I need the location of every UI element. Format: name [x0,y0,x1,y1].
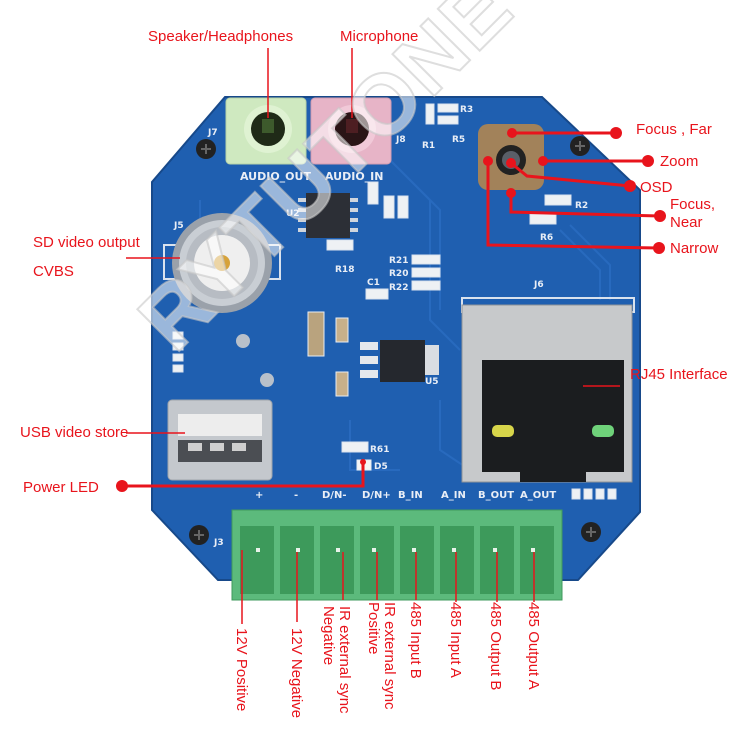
label-zoom: Zoom [660,153,699,170]
svg-text:R3: R3 [460,105,473,115]
svg-text:R20: R20 [389,269,408,279]
label-speaker-headphones: Speaker/Headphones [148,28,294,45]
u5-chip [380,340,425,382]
usb-connector [167,399,273,481]
label-sd-video-output: SD video output [33,234,140,251]
svg-text:U5: U5 [425,377,439,387]
label-ir-pos-line2: Positive [365,602,382,655]
label-485-input-a: 485 Input A [447,602,464,678]
audio-out-jack [225,97,307,165]
label-12v-positive: 12V Positive [233,628,250,712]
svg-text:R5: R5 [452,135,465,145]
svg-text:D/N-: D/N- [322,490,346,501]
label-cvbs: CVBS [33,263,74,280]
svg-text:R2: R2 [575,201,588,211]
label-ir-pos-line1: IR external sync [381,602,398,710]
svg-text:D/N+: D/N+ [362,490,391,501]
svg-text:+: + [255,490,263,501]
label-power-led: Power LED [23,479,99,496]
svg-text:J8: J8 [395,135,406,145]
label-ir-sync-negative: IR external sync Negative [320,606,353,714]
svg-text:-: - [294,490,298,501]
label-485-output-a: 485 Output A [525,602,542,690]
u2-chip [306,193,350,238]
svg-text:AUDIO_IN: AUDIO_IN [325,170,383,183]
svg-text:R6: R6 [540,233,553,243]
label-focus-far: Focus , Far [636,121,712,138]
svg-text:J6: J6 [533,280,544,290]
label-focus-near-2: Near [670,214,703,231]
svg-text:R1: R1 [422,141,435,151]
label-usb-video-store: USB video store [20,424,129,441]
svg-text:J5: J5 [173,221,184,231]
svg-text:R18: R18 [335,265,354,275]
label-osd: OSD [640,179,673,196]
label-ir-neg-line2: Negative [320,606,337,666]
svg-text:J7: J7 [207,128,218,138]
svg-text:U2: U2 [286,209,300,219]
label-485-output-b: 485 Output B [487,602,504,691]
bnc-connector [163,213,281,313]
label-12v-negative: 12V Negative [288,628,305,719]
label-ir-sync-positive: IR external sync Positive [365,602,398,710]
svg-text:B_OUT: B_OUT [478,490,514,501]
svg-text:D5: D5 [374,462,388,472]
label-rj45-interface: RJ45 Interface [630,366,728,383]
rj45-connector [461,297,635,483]
label-microphone: Microphone [340,28,419,45]
svg-text:A_OUT: A_OUT [520,490,556,501]
label-focus-near-1: Focus, [670,196,716,213]
label-narrow: Narrow [670,240,719,257]
audio-in-jack [310,97,392,165]
svg-text:C1: C1 [367,278,380,288]
svg-text:A_IN: A_IN [441,490,466,501]
svg-text:R22: R22 [389,283,408,293]
screw-icon [189,136,601,545]
svg-text:B_IN: B_IN [398,490,423,501]
label-485-input-b: 485 Input B [407,602,424,679]
svg-text:J3: J3 [213,538,224,548]
label-ir-neg-line1: IR external sync [336,606,353,714]
svg-text:AUDIO_OUT: AUDIO_OUT [240,170,311,183]
terminal-block [231,509,563,601]
svg-text:R61: R61 [370,445,389,455]
svg-text:R21: R21 [389,256,408,266]
